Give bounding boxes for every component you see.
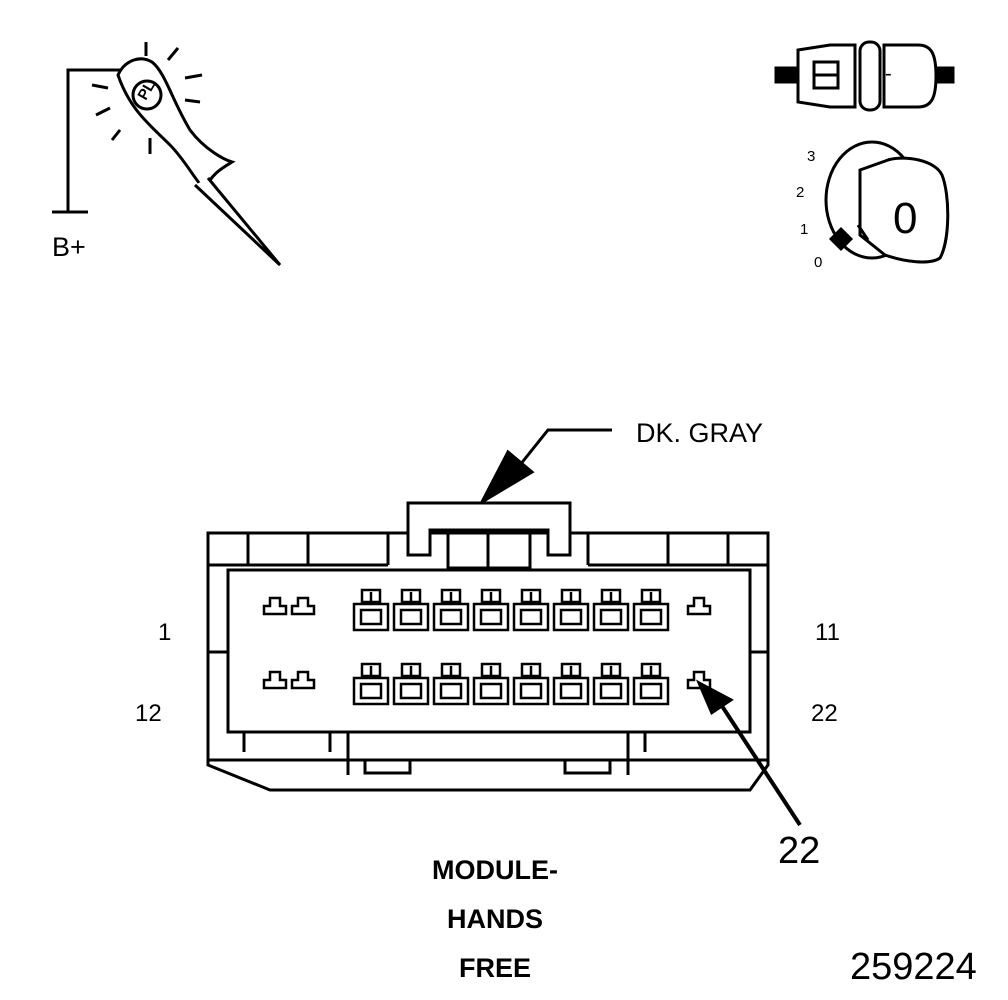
pin-cavity-0-4 [512,588,550,632]
figure-number: 259224 [850,946,977,988]
test-light-probe-icon [52,42,282,267]
connector-housing [206,501,770,792]
pin-cavity-1-3 [472,662,510,706]
pin-cavity-0-6 [592,588,630,632]
pin-cavity-0-7 [632,588,670,632]
connector-symbol-glyph: - [885,63,892,85]
pin-cavity-0-2 [432,588,470,632]
pin-1-label: 1 [158,619,172,646]
pin-cavity-1-7 [632,662,670,706]
title-line-2: HANDS [446,904,543,934]
pin-cavity-1-1 [392,662,430,706]
ignition-switch-icon [824,140,950,264]
pin-11-label: 11 [815,619,840,646]
pin-cavity-1-6 [592,662,630,706]
pin-cavity-1-2 [432,662,470,706]
ignition-position-2: 2 [796,184,805,201]
pin-cavity-1-5 [552,662,590,706]
pin-small-0-a [262,596,288,616]
pin-12-label: 12 [135,700,162,727]
pin-22-label: 22 [811,700,838,727]
pin-callout-label: 22 [778,830,821,872]
ignition-position-1: 1 [800,221,809,238]
title-line-3: FREE [458,953,531,983]
pin-cavity-0-0 [352,588,390,632]
ignition-position-3: 3 [807,148,816,165]
pin-small-0-b [290,596,316,616]
pin-small-0-end [686,596,712,616]
connector-color-label: DK. GRAY [636,418,764,448]
pin-22-callout-arrow [695,679,802,827]
pin-cavities [262,588,712,706]
pin-small-1-b [290,670,316,690]
pin-cavity-0-5 [552,588,590,632]
ignition-selected-position: 0 [893,194,918,243]
dk-gray-leader [478,428,612,507]
pin-cavity-0-3 [472,588,510,632]
pin-cavity-1-4 [512,662,550,706]
title-line-1: MODULE- [432,855,558,885]
disconnect-connector-icon [774,40,955,112]
ignition-position-0: 0 [814,254,823,271]
pin-small-1-a [262,670,288,690]
pin-cavity-1-0 [352,662,390,706]
pin-cavity-0-1 [392,588,430,632]
voltage-label: B+ [52,232,86,262]
